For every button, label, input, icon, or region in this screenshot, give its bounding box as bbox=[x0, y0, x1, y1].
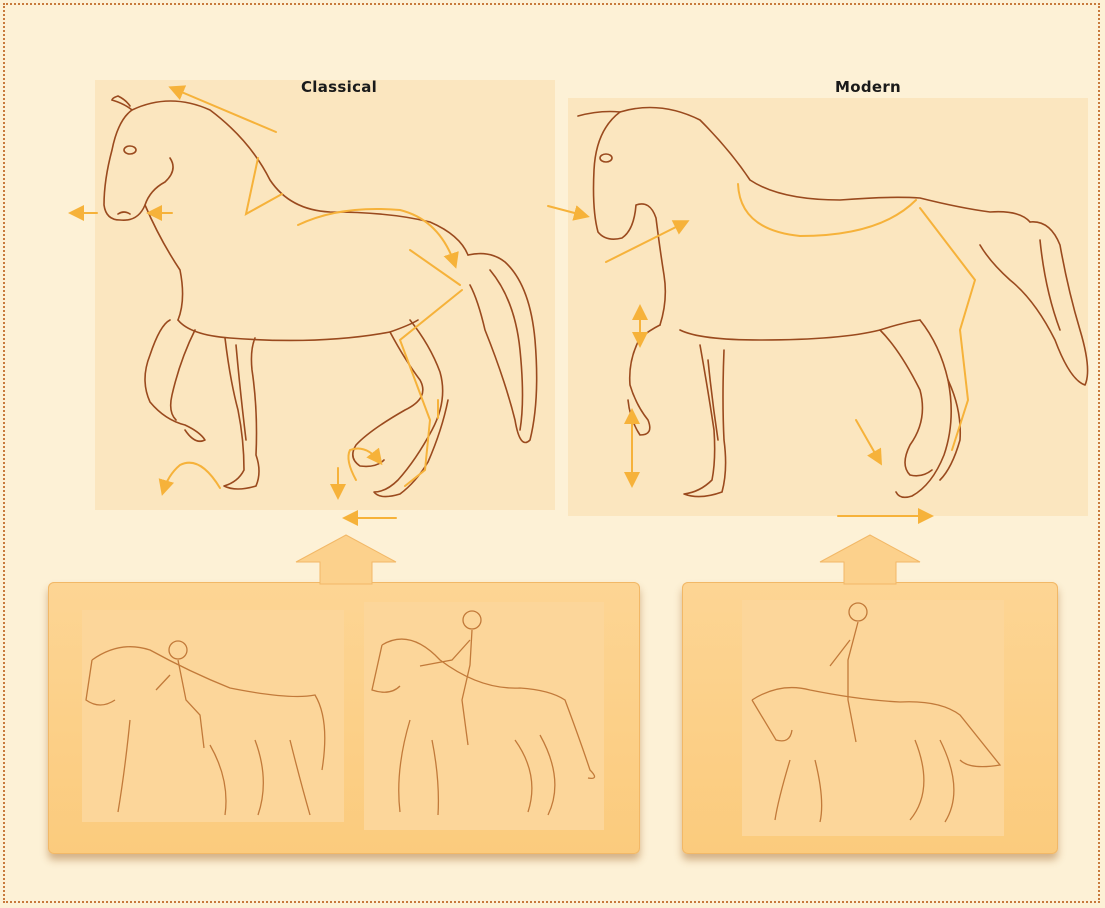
rider-illustration-1 bbox=[86, 641, 325, 815]
modern-arrows bbox=[548, 184, 975, 516]
modern-horse-outline bbox=[578, 108, 1088, 498]
block-up-arrow-classical bbox=[296, 535, 396, 584]
block-up-arrow-modern bbox=[820, 535, 920, 584]
classical-arrows bbox=[72, 88, 462, 518]
rider-illustration-3 bbox=[752, 603, 1000, 822]
rider-illustration-2 bbox=[372, 611, 595, 815]
classical-horse-outline bbox=[104, 96, 537, 497]
